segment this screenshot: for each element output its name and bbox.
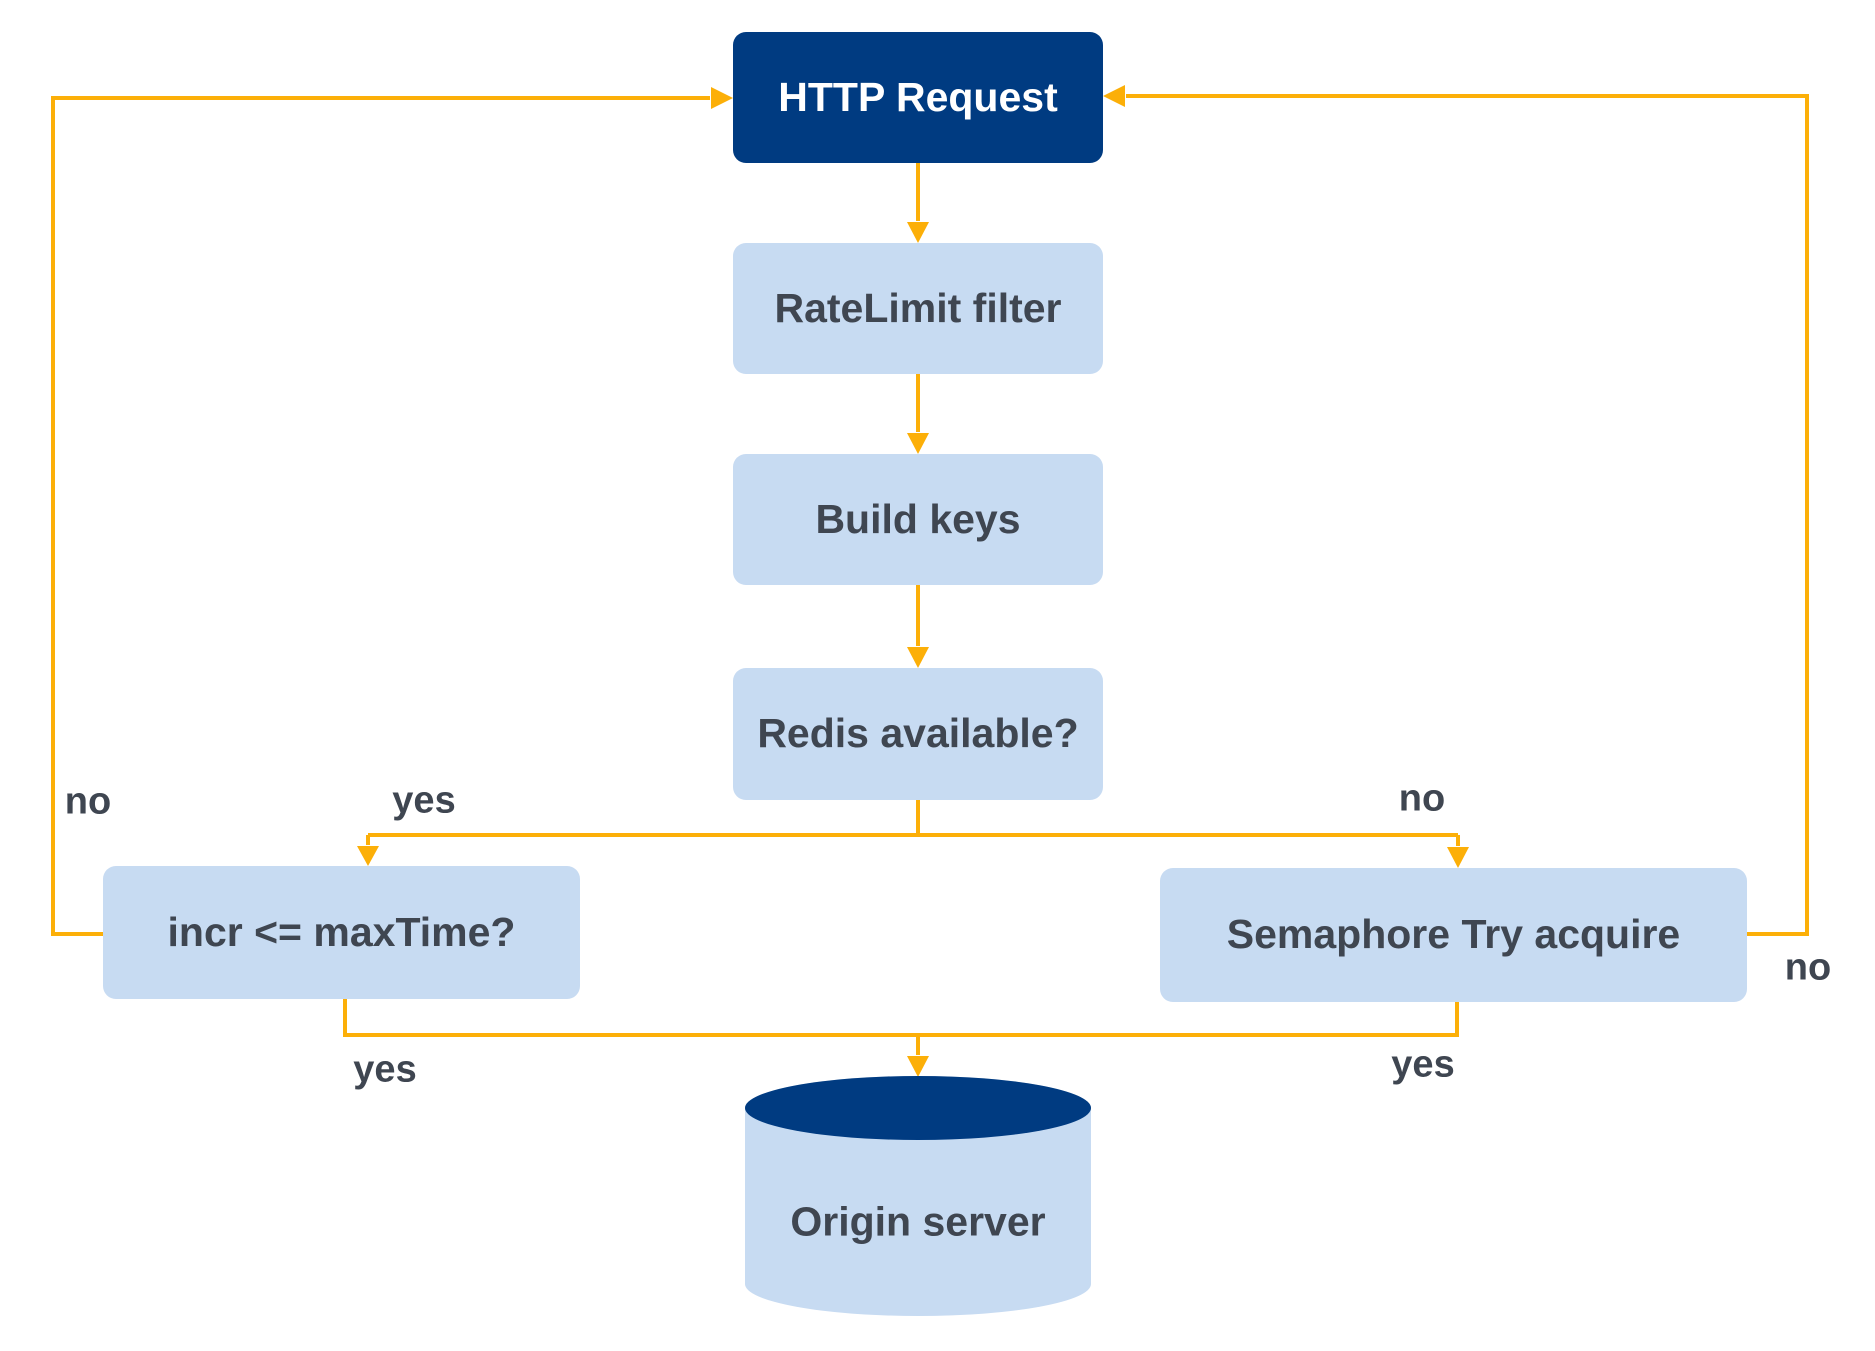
node-redis-available: Redis available?	[733, 668, 1103, 800]
node-origin-server-label: Origin server	[790, 1198, 1046, 1245]
edge-label-incr-no: no	[64, 780, 112, 823]
edge-label-semaphore-yes: yes	[1391, 1043, 1455, 1086]
edge-semaphore-no-loop	[1103, 85, 1809, 936]
node-build-keys: Build keys	[733, 454, 1103, 585]
edge-yes-to-origin	[343, 999, 1459, 1077]
edge-incr-no-loop	[51, 87, 733, 936]
node-semaphore-try-acquire: Semaphore Try acquire	[1160, 868, 1747, 1002]
origin-server-cylinder	[745, 1076, 1091, 1316]
node-http-request: HTTP Request	[733, 32, 1103, 163]
node-incr-maxtime: incr <= maxTime?	[103, 866, 580, 999]
node-ratelimit-filter: RateLimit filter	[733, 243, 1103, 374]
edge-label-incr-yes: yes	[353, 1048, 417, 1091]
edge-label-redis-no: no	[1398, 777, 1446, 820]
edge-label-semaphore-no: no	[1784, 946, 1832, 989]
edge-ratelimit-to-buildkeys	[907, 374, 929, 454]
edge-redis-branch	[357, 800, 1469, 868]
edge-http-to-ratelimit	[907, 163, 929, 243]
edge-label-redis-yes: yes	[392, 779, 456, 822]
edge-buildkeys-to-redis	[907, 585, 929, 668]
